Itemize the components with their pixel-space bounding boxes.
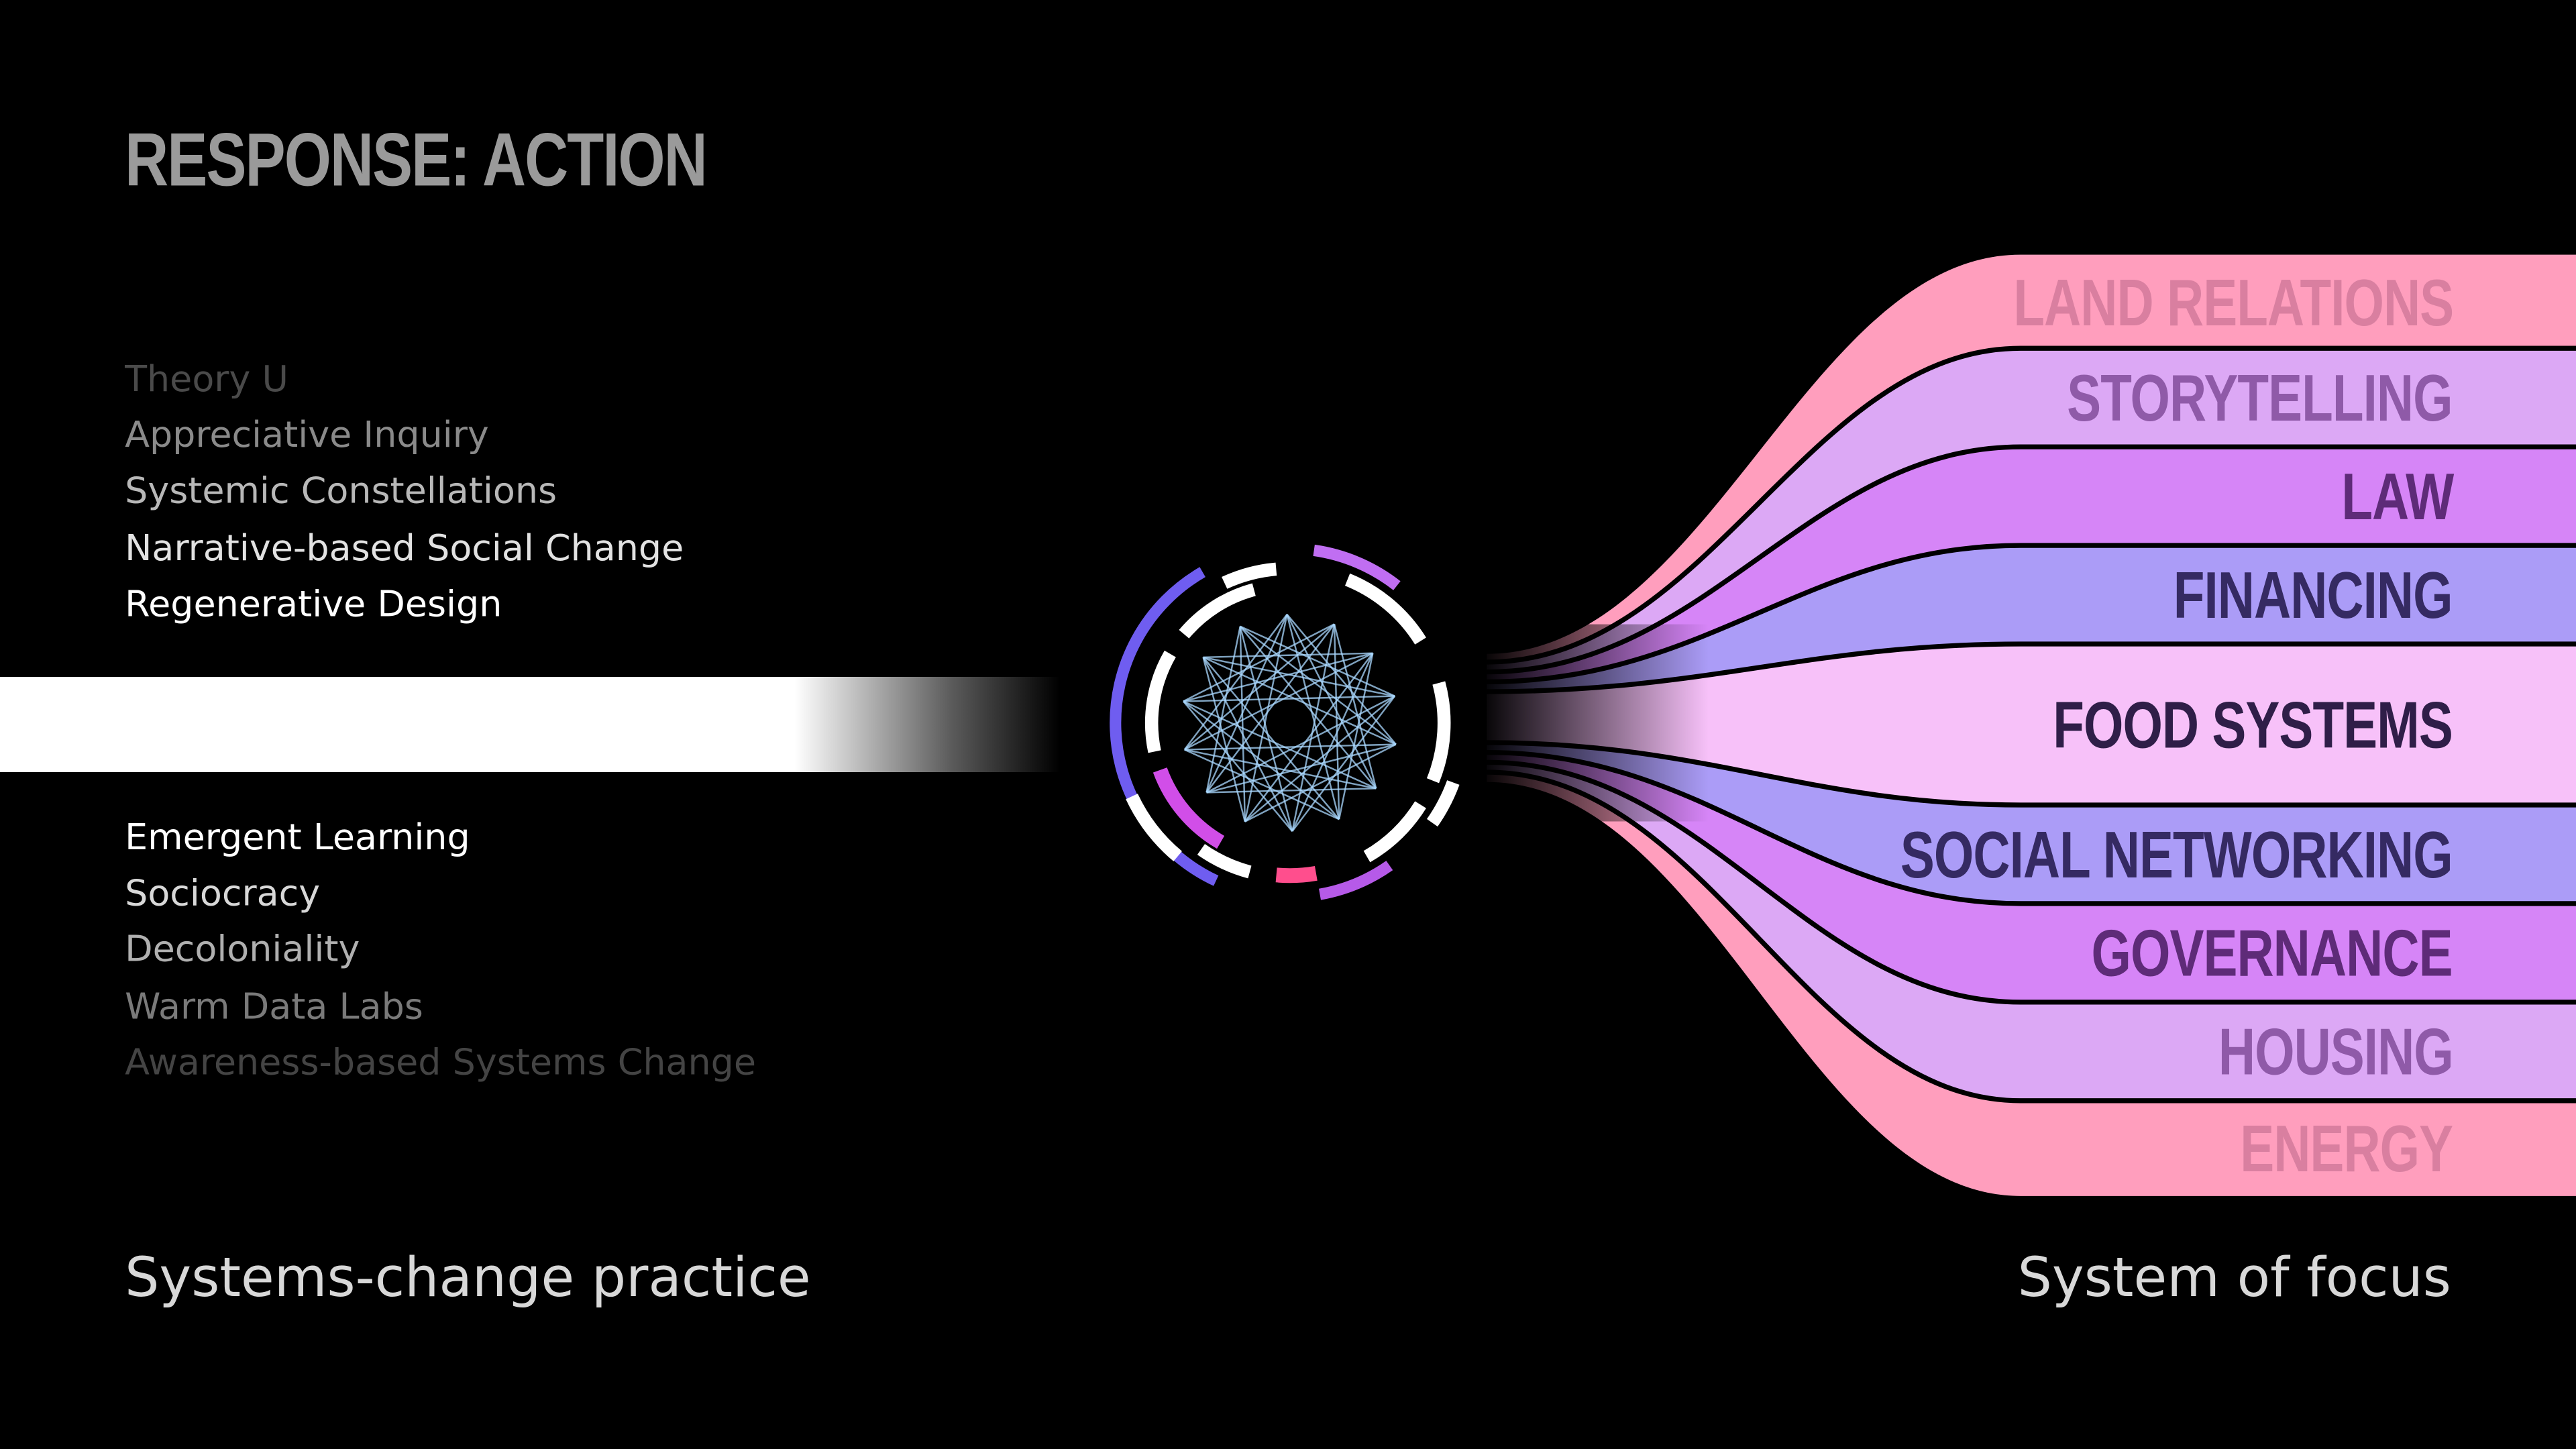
hub-arc-pink xyxy=(1275,865,1318,883)
hub-arc-magenta xyxy=(1152,767,1225,849)
caption-systems-change-practice: Systems-change practice xyxy=(125,1245,811,1309)
practice-flow-bar xyxy=(0,676,1060,773)
hub-arc-white xyxy=(1144,650,1176,753)
hub-arc-white xyxy=(1126,794,1183,861)
practice-item: Appreciative Inquiry xyxy=(125,416,489,458)
hub-white-arcs xyxy=(1126,562,1460,879)
network-line xyxy=(1291,653,1374,832)
network-line xyxy=(1202,657,1340,820)
network-line xyxy=(1239,625,1397,745)
network-line xyxy=(1205,623,1336,794)
network-line xyxy=(1239,626,1377,790)
practice-item: Warm Data Labs xyxy=(125,986,423,1028)
network-line xyxy=(1184,743,1396,751)
network-web-icon xyxy=(1183,614,1397,832)
network-line xyxy=(1183,695,1395,702)
hub-arc-white xyxy=(1363,801,1426,863)
network-line xyxy=(1240,625,1395,697)
network-line xyxy=(1202,657,1246,822)
practice-item: Awareness-based Systems Change xyxy=(125,1042,757,1084)
network-line xyxy=(1206,788,1377,794)
network-line xyxy=(1205,695,1395,794)
network-line xyxy=(1184,749,1377,790)
system-band xyxy=(1487,752,2576,1002)
system-labels: LAND RELATIONS STORYTELLING LAW FINANCING FO… xyxy=(1807,0,2453,1449)
network-line xyxy=(1333,624,1377,789)
system-band xyxy=(1487,254,2576,662)
network-line xyxy=(1183,652,1373,702)
network-line xyxy=(1244,652,1374,822)
network-line xyxy=(1203,652,1373,659)
system-band xyxy=(1487,742,2576,904)
practice-item: Emergent Learning xyxy=(125,818,470,859)
system-bands xyxy=(1487,254,2576,1196)
hub-arc-white xyxy=(1197,844,1252,879)
practice-item: Regenerative Design xyxy=(125,584,502,626)
system-label: ENERGY xyxy=(2240,1114,2453,1187)
network-line xyxy=(1244,614,1288,822)
network-line xyxy=(1338,653,1374,820)
network-line xyxy=(1183,700,1293,832)
network-line xyxy=(1333,624,1340,820)
system-label: GOVERNANCE xyxy=(2092,918,2453,991)
network-line xyxy=(1183,623,1335,702)
hub-arc-white xyxy=(1426,780,1460,827)
system-band xyxy=(1487,762,2576,1101)
network-line xyxy=(1206,743,1397,794)
practice-item: Theory U xyxy=(125,360,288,401)
system-band xyxy=(1487,447,2576,682)
network-line xyxy=(1183,614,1288,751)
caption-system-of-focus: System of focus xyxy=(2017,1245,2451,1309)
system-band xyxy=(1487,644,2576,806)
network-line xyxy=(1291,624,1336,832)
system-label: FINANCING xyxy=(2174,560,2453,633)
network-line xyxy=(1203,656,1395,697)
hub-arc-white xyxy=(1222,562,1277,589)
network-line xyxy=(1184,652,1373,751)
system-label: LAND RELATIONS xyxy=(2012,266,2453,339)
band-fade xyxy=(1470,624,1717,822)
network-line xyxy=(1286,614,1377,789)
network-line xyxy=(1244,743,1397,822)
network-line xyxy=(1291,695,1396,832)
practice-item: Narrative-based Social Change xyxy=(125,528,684,570)
hub-arc-purple-bottom xyxy=(1318,861,1393,900)
system-label: LAW xyxy=(2341,462,2453,534)
network-line xyxy=(1202,657,1293,832)
network-hub-icon xyxy=(1110,544,1460,900)
system-band xyxy=(1487,348,2576,672)
network-line xyxy=(1203,656,1397,745)
system-label: FOOD SYSTEMS xyxy=(2053,690,2454,763)
network-line xyxy=(1183,700,1340,820)
network-line xyxy=(1239,626,1246,822)
network-line xyxy=(1286,614,1340,820)
practice-item: Systemic Constellations xyxy=(125,472,557,514)
network-line xyxy=(1286,614,1397,745)
hub-arc-white xyxy=(1344,573,1426,645)
system-band xyxy=(1487,545,2576,692)
hub-arc-white xyxy=(1426,681,1451,784)
network-line xyxy=(1183,700,1377,790)
page-title: RESPONSE: ACTION xyxy=(125,116,708,203)
network-line xyxy=(1183,623,1335,751)
system-label: STORYTELLING xyxy=(2067,363,2453,435)
network-line xyxy=(1205,626,1241,793)
hub-arc-white xyxy=(1179,583,1256,639)
network-line xyxy=(1239,626,1293,832)
network-line xyxy=(1184,749,1340,820)
network-line xyxy=(1205,614,1288,793)
system-label: HOUSING xyxy=(2218,1016,2453,1089)
network-line xyxy=(1244,695,1395,822)
hub-arc-purple-top xyxy=(1313,544,1401,590)
system-label: SOCIAL NETWORKING xyxy=(1900,820,2453,892)
practice-item: Decoloniality xyxy=(125,930,360,972)
practice-item: Sociocracy xyxy=(125,874,321,916)
